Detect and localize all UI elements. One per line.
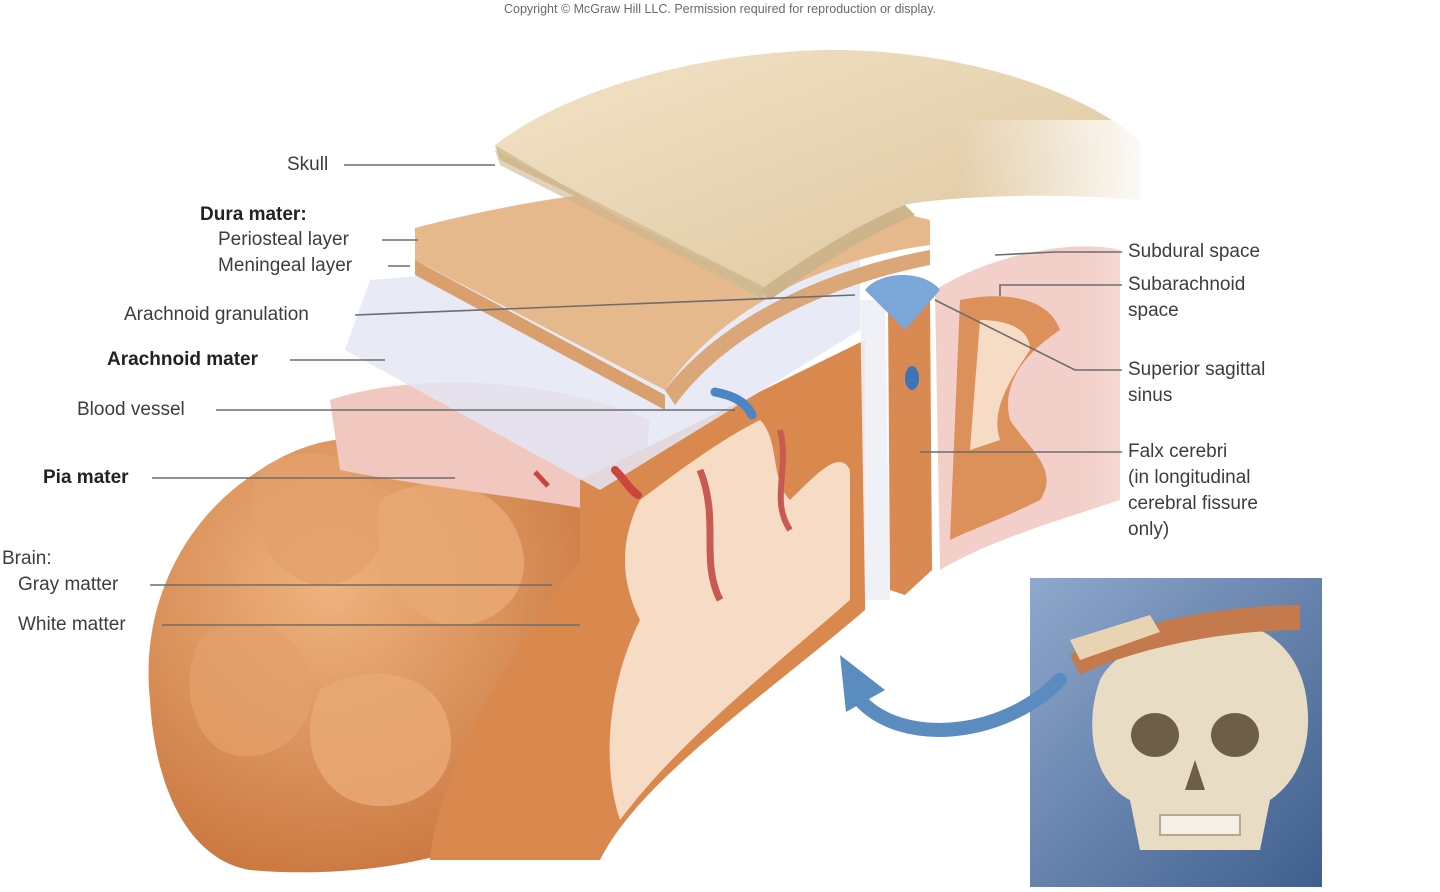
- label-sagittal-line2: sinus: [1128, 385, 1173, 406]
- label-arachnoid-mater: Arachnoid mater: [107, 349, 258, 370]
- falx-cerebri: [888, 300, 932, 595]
- label-white-matter: White matter: [18, 614, 126, 635]
- brain-cut-face: [430, 340, 865, 860]
- label-pia-mater: Pia mater: [43, 467, 129, 488]
- label-falx-line1: Falx cerebri: [1128, 441, 1228, 462]
- brain-surface: [148, 382, 650, 873]
- blood-vessel-blue: [710, 387, 757, 420]
- label-falx-line2: (in longitudinal: [1128, 467, 1251, 488]
- label-meningeal-layer: Meningeal layer: [218, 255, 353, 276]
- skull-cap: [495, 49, 1160, 300]
- label-sagittal-line1: Superior sagittal: [1128, 359, 1266, 380]
- label-falx-line3: cerebral fissure: [1128, 493, 1258, 514]
- leader-sagittal: [934, 299, 1122, 371]
- leader-subarachnoid: [999, 284, 1122, 296]
- copyright-notice: Copyright © McGraw Hill LLC. Permission …: [503, 2, 937, 16]
- leader-subdural: [994, 251, 1122, 256]
- skull-inset: [1030, 578, 1322, 887]
- falx-membrane: [860, 300, 890, 600]
- leader-lines: [150, 164, 1122, 626]
- label-dura-mater: Dura mater:: [200, 204, 307, 225]
- label-blood-vessel: Blood vessel: [77, 399, 185, 420]
- superior-sagittal-sinus: [865, 275, 940, 330]
- right-hemisphere: [935, 220, 1280, 600]
- label-subarachnoid-line2: space: [1128, 300, 1179, 321]
- sinus-vessel: [905, 366, 919, 390]
- small-red-vessel: [533, 470, 550, 488]
- blood-vessel-red: [611, 466, 642, 499]
- label-subdural-space: Subdural space: [1128, 241, 1261, 262]
- label-falx-line4: only): [1128, 519, 1170, 540]
- label-periosteal-layer: Periosteal layer: [218, 229, 349, 250]
- label-skull: Skull: [287, 154, 329, 175]
- curved-arrow-icon: [840, 655, 1067, 737]
- label-subarachnoid-line1: Subarachnoid: [1128, 274, 1246, 295]
- leader-arachnoid-granulation: [354, 294, 856, 316]
- label-gray-matter: Gray matter: [18, 574, 119, 595]
- label-arachnoid-granulation: Arachnoid granulation: [124, 304, 309, 325]
- label-brain: Brain:: [2, 548, 52, 569]
